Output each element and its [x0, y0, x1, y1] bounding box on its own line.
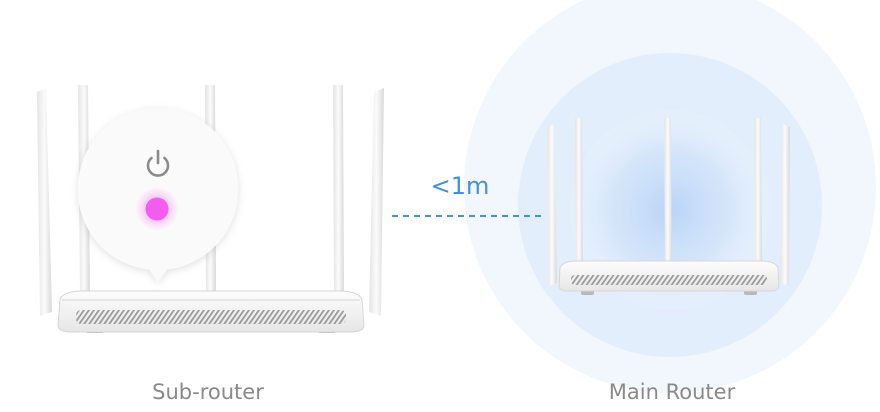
sub-router-vents [76, 310, 346, 324]
main-router [547, 118, 790, 295]
sub-router-label: Sub-router [152, 380, 264, 404]
antenna [664, 118, 672, 272]
antenna [37, 88, 52, 316]
antenna [369, 88, 384, 316]
callout-pointer [144, 262, 172, 282]
main-router-vents [571, 275, 767, 285]
main-router-antennas [547, 118, 790, 286]
main-router-label: Main Router [608, 380, 736, 404]
antenna [575, 118, 583, 272]
distance-label: <1m [430, 172, 490, 200]
indicator-light-icon [135, 187, 179, 231]
antenna [754, 118, 762, 272]
antenna [547, 124, 557, 286]
antenna [333, 85, 344, 295]
antenna [780, 124, 790, 286]
sub-router [37, 85, 384, 333]
power-icon [146, 149, 170, 177]
